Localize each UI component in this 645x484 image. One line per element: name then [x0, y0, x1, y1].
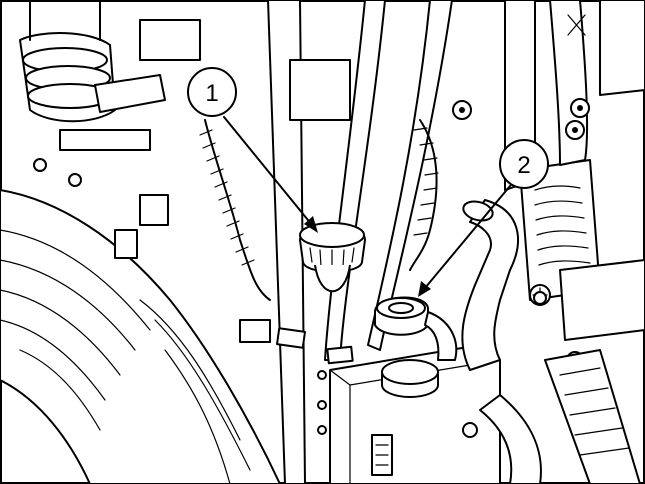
- callout-1-arrowhead: [304, 216, 318, 233]
- callout-2: 2: [418, 139, 549, 297]
- callout-1: 1: [187, 67, 318, 233]
- callout-1-leader: [223, 116, 313, 226]
- callout-1-label: 1: [205, 80, 218, 107]
- callout-2-circle: [499, 139, 549, 189]
- callout-2-arrowhead: [418, 281, 431, 297]
- callout-1-circle: [187, 67, 237, 117]
- filler-cap: [299, 222, 366, 293]
- brackets: [59, 0, 645, 484]
- wiring-harness: [199, 119, 439, 301]
- radiator-hose: [461, 199, 519, 371]
- hose-clamp: [374, 296, 458, 361]
- intake-duct: [0, 189, 281, 484]
- callout-2-label: 2: [517, 152, 530, 179]
- callout-2-leader: [424, 179, 516, 289]
- coolant-tank: [329, 344, 501, 484]
